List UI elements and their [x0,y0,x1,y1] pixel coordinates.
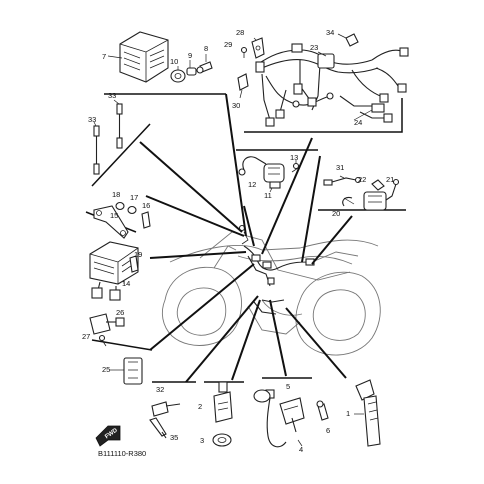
callout-26: 26 [116,308,124,317]
part-bolt-35 [149,417,167,439]
callout-numbers: 1 2 3 4 5 6 7 8 9 10 11 12 13 14 15 16 1… [82,28,394,454]
part-wire-harness [253,37,409,127]
part-spark-plug-cap [354,379,381,447]
part-bracket-26 [89,313,125,335]
part-sensor-lead-31 [323,175,362,186]
callout-2: 2 [198,402,202,411]
diagram-code: B111110-R380 [98,449,146,458]
part-screw-29 [240,46,248,58]
callout-18: 18 [112,190,120,199]
part-neutral-sensor [213,381,233,423]
callout-10: 10 [170,57,178,66]
part-collar-17 [127,205,137,215]
part-bolt-6 [316,400,329,421]
part-clamp-band [237,73,249,99]
callout-32: 32 [156,385,164,394]
callout-34: 34 [326,28,334,37]
callout-19: 19 [134,250,142,259]
callout-24: 24 [354,118,362,127]
callout-29: 29 [224,40,232,49]
callout-16: 16 [142,201,150,210]
callout-20: 20 [332,209,340,218]
part-lead-connector-upper [113,99,123,149]
part-grommet-collar-bolt [170,54,213,83]
part-bolt-16 [141,211,151,229]
callout-21: 21 [386,175,394,184]
callout-3: 3 [200,436,204,445]
callout-7: 7 [102,52,106,61]
callout-33-lower: 33 [88,115,96,124]
leader-lines [139,93,353,383]
callout-9: 9 [188,51,192,60]
part-screw-27 [98,334,107,347]
part-starter-relay [342,178,400,211]
part-mount-bracket-15 [93,205,129,239]
part-harness-bracket [251,37,265,59]
callout-27: 27 [82,332,90,341]
callout-15: 15 [110,211,118,220]
callout-35: 35 [170,433,178,442]
part-washer-3 [212,433,232,447]
callout-8: 8 [204,44,208,53]
part-cdi-unit [107,31,169,83]
part-collar-18 [115,201,125,211]
callout-33-upper: 33 [108,91,116,100]
callout-14: 14 [122,279,130,288]
callout-12: 12 [248,180,256,189]
callout-23: 23 [310,43,318,52]
part-o-ring-5 [253,389,271,403]
callout-30: 30 [232,101,240,110]
part-bolt-19 [129,255,139,273]
callout-6: 6 [326,426,330,435]
callout-5: 5 [286,382,290,391]
callout-22: 22 [358,175,366,184]
callout-1: 1 [346,409,350,418]
callout-4: 4 [299,445,303,454]
callout-13: 13 [290,153,298,162]
callout-11: 11 [264,191,272,200]
part-rectifier-regulator [89,241,139,301]
callout-25: 25 [102,365,110,374]
part-bracket-32 [151,401,181,417]
harness-center [238,224,315,315]
part-connector-block [110,357,143,385]
callout-17: 17 [130,193,138,202]
part-clip-34 [337,33,359,47]
callout-28: 28 [236,28,244,37]
forward-arrow-icon: FWD [95,425,121,447]
part-speed-sensor [265,389,305,448]
motorcycle-silhouette [161,231,381,356]
part-ignition-coil [238,156,300,193]
part-lead-connector-lower [93,121,100,175]
callout-31: 31 [336,163,344,172]
